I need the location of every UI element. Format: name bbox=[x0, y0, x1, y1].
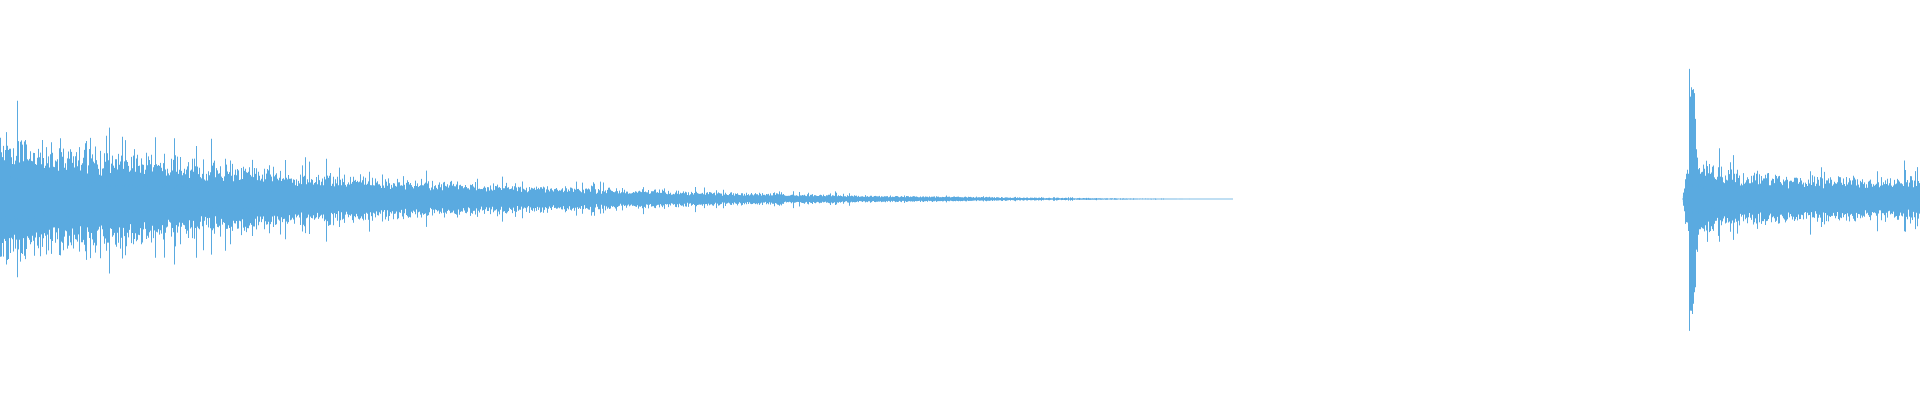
waveform-core-second-hit bbox=[1682, 181, 1920, 217]
waveform-core-first-decay bbox=[0, 175, 1191, 223]
waveform-segments bbox=[0, 68, 1920, 331]
